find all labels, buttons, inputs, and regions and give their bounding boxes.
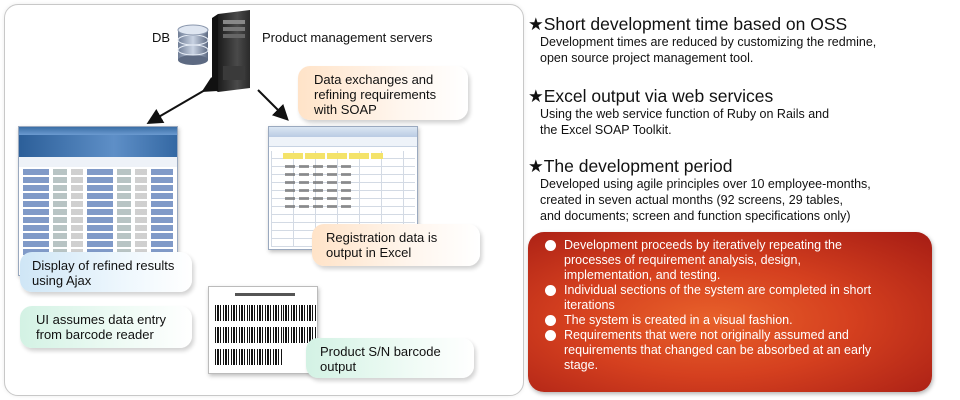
callout-soap-line-3: with SOAP (314, 102, 377, 117)
bullet-1-line-2: processes of requirement analysis, desig… (564, 253, 801, 267)
bullet-icon (545, 315, 556, 326)
section-period: ★The development period Developed using … (528, 156, 871, 224)
callout-ajax: Display of refined results using Ajax (20, 252, 192, 292)
callout-sn-barcode: Product S/N barcode output (306, 338, 474, 378)
callout-excel: Registration data is output in Excel (312, 224, 480, 266)
server-label: Product management servers (262, 30, 433, 45)
section-oss: ★Short development time based on OSS Dev… (528, 14, 876, 66)
list-item: Individual sections of the system are co… (542, 283, 920, 313)
section-oss-line-1: Development times are reduced by customi… (540, 35, 877, 49)
bullet-1-line-3: implementation, and testing. (564, 268, 721, 282)
section-oss-line-2: open source project management tool. (540, 51, 754, 65)
section-excel: ★Excel output via web services Using the… (528, 86, 829, 138)
bullet-4-line-2: requirements that changed can be absorbe… (564, 343, 872, 357)
list-item: The system is created in a visual fashio… (542, 313, 920, 328)
bullet-3-line-1: The system is created in a visual fashio… (564, 313, 793, 327)
callout-soap: Data exchanges and refining requirements… (298, 66, 468, 120)
callout-ajax-line-1: Display of refined results (32, 258, 175, 273)
bullet-1-line-1: Development proceeds by iteratively repe… (564, 238, 842, 252)
list-item: Requirements that were not originally as… (542, 328, 920, 373)
callout-barcode-ui: UI assumes data entry from barcode reade… (20, 306, 192, 348)
bullet-2-line-2: iterations (564, 298, 615, 312)
db-label: DB (152, 30, 171, 45)
section-excel-line-1: Using the web service function of Ruby o… (540, 107, 830, 121)
section-excel-heading: ★Excel output via web services (528, 86, 774, 106)
callout-sn-line-1: Product S/N barcode (320, 344, 441, 359)
callout-soap-line-2: refining requirements (314, 87, 437, 102)
callout-excel-line-1: Registration data is (326, 230, 438, 245)
bullet-icon (545, 285, 556, 296)
agile-benefits-list: Development proceeds by iteratively repe… (542, 238, 920, 373)
callout-barcode-ui-line-1: UI assumes data entry (36, 312, 167, 327)
bullet-2-line-1: Individual sections of the system are co… (564, 283, 872, 297)
callout-excel-line-2: output in Excel (326, 245, 412, 260)
agile-benefits-box: Development proceeds by iteratively repe… (528, 232, 932, 392)
barcode-sheet (208, 286, 318, 374)
section-period-line-1: Developed using agile principles over 10… (540, 177, 871, 191)
callout-ajax-line-2: using Ajax (32, 273, 92, 288)
bullet-4-line-1: Requirements that were not originally as… (564, 328, 849, 342)
section-period-line-3: and documents; screen and function speci… (540, 209, 851, 223)
section-oss-heading: ★Short development time based on OSS (528, 14, 848, 34)
callout-barcode-ui-line-2: from barcode reader (36, 327, 154, 342)
bullet-icon (545, 240, 556, 251)
callout-sn-line-2: output (320, 359, 357, 374)
server-icon (212, 10, 250, 92)
database-icon (177, 24, 209, 65)
section-excel-line-2: the Excel SOAP Toolkit. (540, 123, 672, 137)
section-period-line-2: created in seven actual months (92 scree… (540, 193, 843, 207)
list-item: Development proceeds by iteratively repe… (542, 238, 920, 283)
bullet-icon (545, 330, 556, 341)
section-period-heading: ★The development period (528, 156, 733, 176)
bullet-4-line-3: stage. (564, 358, 599, 372)
callout-soap-line-1: Data exchanges and (314, 72, 434, 87)
